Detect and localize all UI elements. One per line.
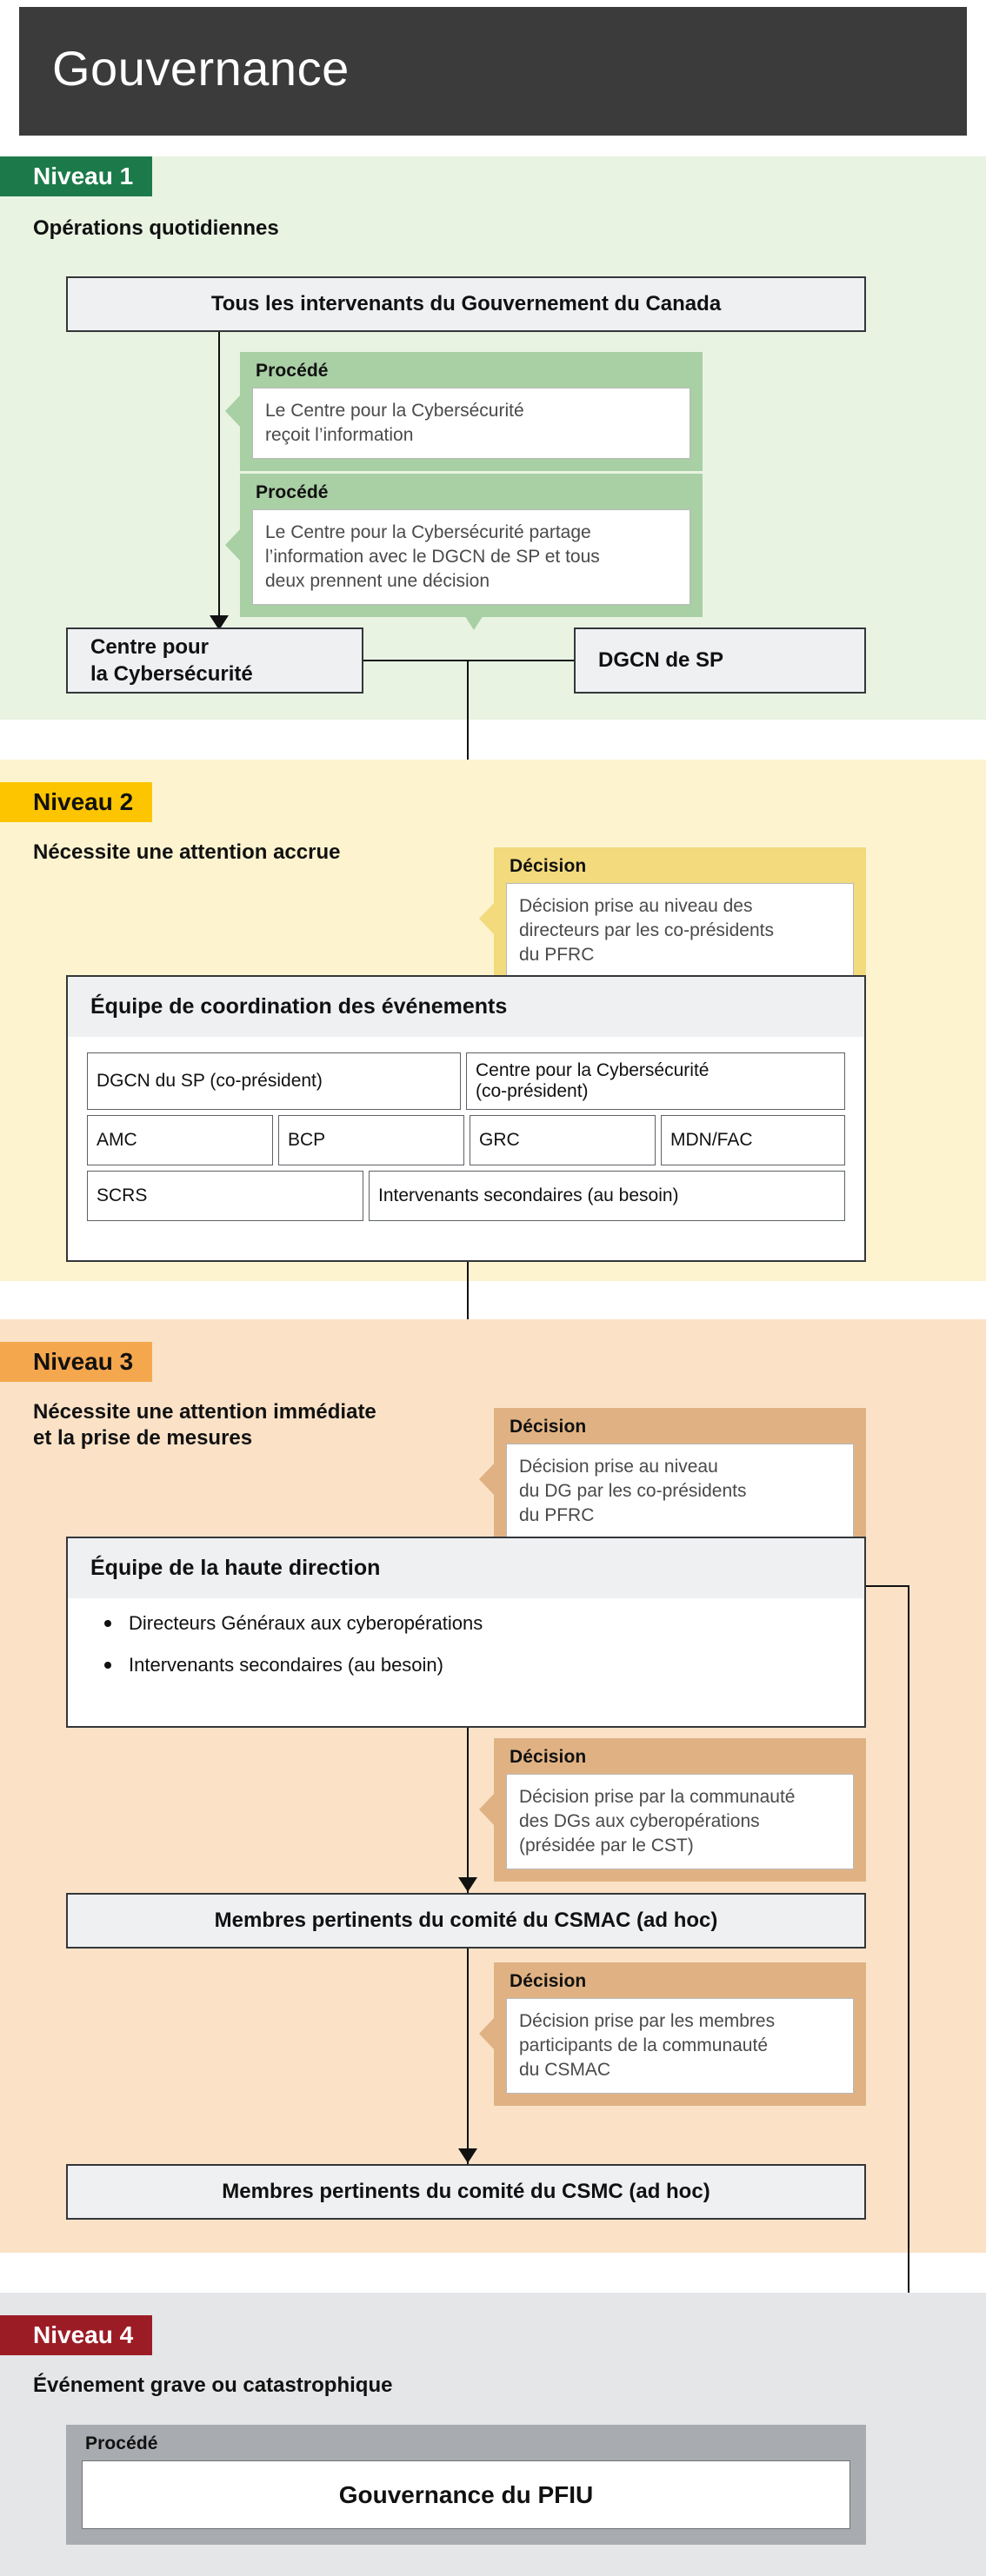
node-csmc-committee[interactable]: Membres pertinents du comité du CSMC (ad… — [66, 2164, 866, 2220]
member-cell[interactable]: AMC — [87, 1115, 273, 1166]
panel-body: Directeurs Généraux aux cyberopérations … — [68, 1598, 864, 1676]
arrowhead-to-centre — [210, 615, 229, 630]
callout-notch — [479, 1793, 495, 1827]
callout-notch — [479, 1463, 495, 1497]
callout-body: Décision prise au niveau du DG par les c… — [506, 1444, 854, 1539]
callout-heading: Décision — [510, 856, 587, 876]
panel-event-coordination-team[interactable]: Équipe de coordination des événements DG… — [66, 975, 866, 1262]
level-1-subtitle: Opérations quotidiennes — [33, 216, 279, 240]
member-cell[interactable]: Centre pour la Cybersécurité (co-préside… — [466, 1052, 845, 1111]
callout-body: Décision prise par les membres participa… — [506, 1998, 854, 2094]
level-1-badge: Niveau 1 — [0, 156, 153, 196]
callout-decision-dgs: Décision Décision prise par la communaut… — [479, 1738, 866, 1882]
callout-procede-pfiu: Procédé Gouvernance du PFIU — [66, 2425, 866, 2546]
level-3-badge: Niveau 3 — [0, 1342, 153, 1382]
arrowhead-to-csmac — [458, 1877, 477, 1892]
callout-heading: Décision — [510, 1417, 587, 1437]
member-cell[interactable]: Intervenants secondaires (au besoin) — [369, 1171, 845, 1222]
page-title: Gouvernance — [52, 41, 350, 96]
node-label: Centre pour la Cybersécurité — [90, 634, 253, 686]
callout-notch — [225, 528, 241, 562]
member-cell[interactable]: DGCN du SP (co-président) — [87, 1052, 461, 1111]
arrowhead-to-csmc — [458, 2148, 477, 2163]
panel-body: DGCN du SP (co-président) Centre pour la… — [68, 1037, 864, 1245]
panel-senior-management-team[interactable]: Équipe de la haute direction Directeurs … — [66, 1537, 866, 1728]
arrowhead-procede-2-down — [462, 611, 486, 630]
node-csmac-committee[interactable]: Membres pertinents du comité du CSMAC (a… — [66, 1893, 866, 1949]
level-4-badge: Niveau 4 — [0, 2315, 153, 2355]
callout-notch — [225, 395, 241, 428]
callout-decision-csmac: Décision Décision prise par les membres … — [479, 1962, 866, 2106]
panel-title: Équipe de la haute direction — [68, 1538, 864, 1598]
senior-team-bullet-list: Directeurs Généraux aux cyberopérations … — [87, 1607, 845, 1676]
page-header: Gouvernance — [19, 7, 967, 136]
list-item: Intervenants secondaires (au besoin) — [97, 1654, 845, 1676]
callout-heading: Décision — [510, 1747, 587, 1767]
level-3-subtitle: Nécessite une attention immédiate et la … — [33, 1400, 376, 1450]
member-row: SCRS Intervenants secondaires (au besoin… — [87, 1171, 845, 1222]
callout-procede-2: Procédé Le Centre pour la Cybersécurité … — [225, 474, 703, 617]
return-connector-segment-vertical — [908, 1585, 909, 2307]
callout-notch — [479, 902, 495, 936]
connector-stakeholders-to-centre — [218, 332, 220, 627]
callout-decision-level-3: Décision Décision prise au niveau du DG … — [479, 1408, 866, 1551]
connector-senior-to-csmac — [467, 1728, 469, 1893]
callout-body: Décision prise par la communauté des DGs… — [506, 1774, 854, 1869]
callout-heading: Décision — [510, 1971, 587, 1991]
member-cell[interactable]: SCRS — [87, 1171, 363, 1222]
return-connector-segment-top — [866, 1585, 909, 1587]
callout-decision-level-2: Décision Décision prise au niveau des di… — [479, 847, 866, 991]
callout-body: Le Centre pour la Cybersécurité partage … — [252, 509, 690, 605]
list-item: Directeurs Généraux aux cyberopérations — [97, 1612, 845, 1635]
connector-csmac-to-csmc — [467, 1949, 469, 2164]
callout-heading: Procédé — [85, 2433, 158, 2453]
level-2-badge: Niveau 2 — [0, 782, 153, 822]
member-cell[interactable]: GRC — [470, 1115, 656, 1166]
node-cyber-centre[interactable]: Centre pour la Cybersécurité — [66, 627, 363, 694]
node-label: DGCN de SP — [598, 648, 724, 673]
callout-procede-1: Procédé Le Centre pour la Cybersécurité … — [225, 352, 703, 471]
member-row: DGCN du SP (co-président) Centre pour la… — [87, 1052, 845, 1111]
callout-notch — [479, 2017, 495, 2051]
callout-heading: Procédé — [256, 361, 329, 381]
member-cell[interactable]: BCP — [278, 1115, 464, 1166]
node-pfiu-governance[interactable]: Gouvernance du PFIU — [82, 2460, 850, 2530]
callout-body: Décision prise au niveau des directeurs … — [506, 883, 854, 979]
callout-heading: Procédé — [256, 482, 329, 502]
callout-body: Le Centre pour la Cybersécurité reçoit l… — [252, 388, 690, 459]
level-2-subtitle: Nécessite une attention accrue — [33, 840, 341, 864]
member-row: AMC BCP GRC MDN/FAC — [87, 1115, 846, 1166]
level-4-subtitle: Événement grave ou catastrophique — [33, 2374, 393, 2397]
connector-centre-dgcn — [363, 660, 574, 661]
panel-title: Équipe de coordination des événements — [68, 977, 864, 1037]
member-cell[interactable]: MDN/FAC — [661, 1115, 846, 1166]
node-dgcn-sp[interactable]: DGCN de SP — [574, 627, 866, 694]
node-all-stakeholders[interactable]: Tous les intervenants du Gouvernement du… — [66, 276, 866, 332]
